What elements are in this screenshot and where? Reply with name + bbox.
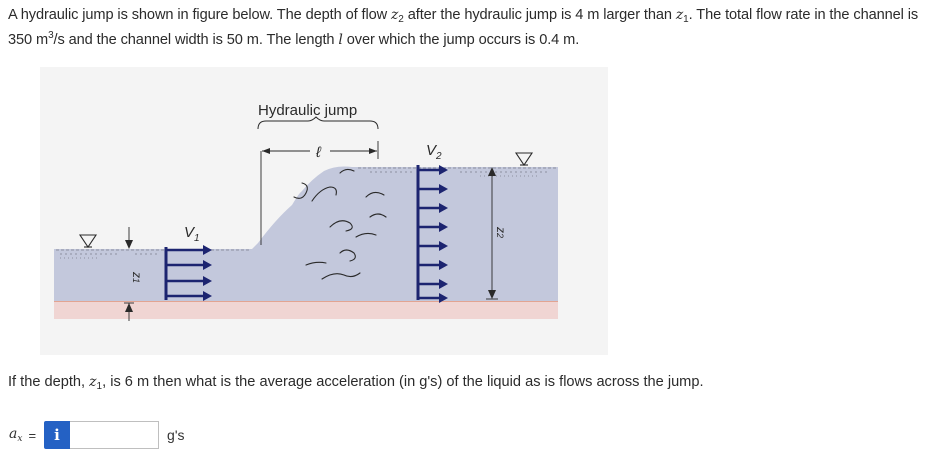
channel-bed [54,301,558,319]
z2-label: z2 [494,226,508,238]
surface-triangle-upstream [78,234,98,248]
z2-arrow-bottom [488,290,496,299]
v1-velocity-profile [164,245,212,301]
v2-velocity-profile [416,165,448,303]
answer-row: ax = i g's [9,419,185,451]
jump-bracket [257,116,379,130]
v2-label: V2 [426,142,442,162]
upstream-surface-lines [56,249,250,259]
downstream-surface-lines [358,167,556,177]
hydraulic-jump-diagram: Hydraulic jump ℓ V1 [54,102,558,321]
v1-label: V1 [184,224,200,244]
answer-input[interactable] [70,421,160,449]
z2-arrow-top [488,167,496,176]
question-text: If the depth, z1, is 6 m then what is th… [8,374,704,392]
problem-statement: A hydraulic jump is shown in figure belo… [8,7,919,48]
surface-triangle-downstream [514,152,534,166]
answer-units: g's [167,427,185,443]
length-arrowhead-left [262,148,270,154]
jump-turbulence [293,168,387,280]
hydraulic-jump-figure: Hydraulic jump ℓ V1 [40,67,608,355]
z1-label: z1 [130,271,144,283]
z1-arrow-bottom [125,303,133,312]
info-icon[interactable]: i [44,421,71,449]
answer-label: ax [9,426,23,444]
water-body [54,166,558,301]
length-label: ℓ [315,144,322,161]
figure-title: Hydraulic jump [258,102,357,119]
equals-sign: = [28,427,37,443]
length-arrowhead-right [369,148,377,154]
z1-arrow-top [125,240,133,249]
